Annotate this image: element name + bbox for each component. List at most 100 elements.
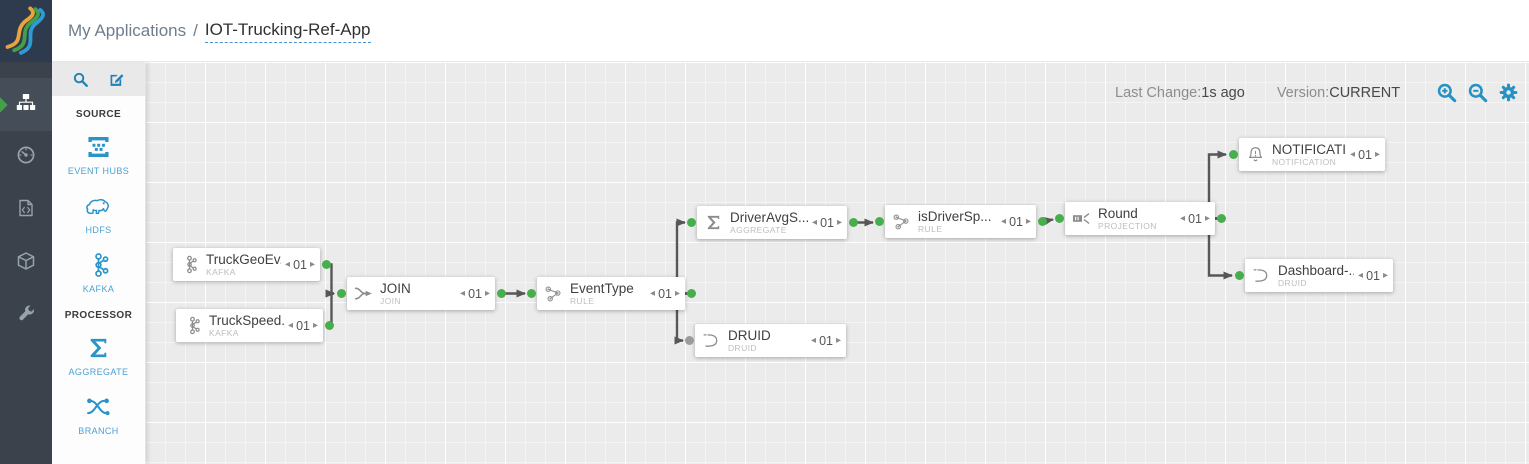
node-title: Round (1098, 206, 1138, 221)
pager-value: 01 (1009, 214, 1023, 229)
pager-prev-icon[interactable]: ◂ (1358, 270, 1364, 281)
node-notification[interactable]: NOTIFICATI...NOTIFICATION◂01▸ (1228, 138, 1385, 171)
palette-item-event-hubs[interactable]: EVENT HUBS (52, 120, 145, 179)
pager-prev-icon[interactable]: ◂ (288, 320, 294, 331)
kafka-icon (85, 252, 112, 278)
node-pager: ◂01▸ (650, 287, 680, 301)
palette-item-kafka[interactable]: KAFKA (52, 238, 145, 297)
node-dashboard[interactable]: Dashboard-...DRUID ◂01▸ (1234, 259, 1393, 292)
join-icon (354, 284, 373, 303)
pager-value: 01 (1188, 211, 1202, 226)
node-pager: ◂01▸ (285, 258, 315, 272)
output-port[interactable] (686, 289, 696, 298)
node-subtitle: DRUID (1278, 278, 1307, 288)
input-port[interactable] (1054, 214, 1064, 223)
cube-icon (16, 251, 36, 276)
pager-next-icon[interactable]: ▸ (309, 259, 315, 270)
output-port[interactable] (848, 218, 858, 227)
node-truckgeoev[interactable]: TruckGeoEv...KAFKA◂01▸ (173, 248, 331, 281)
sidebar-item-file-code[interactable] (0, 184, 52, 237)
node-subtitle: RULE (570, 296, 595, 306)
pager-prev-icon[interactable]: ◂ (1180, 213, 1186, 224)
edit-icon[interactable] (108, 71, 125, 88)
pager-next-icon[interactable]: ▸ (1382, 270, 1388, 281)
gear-icon[interactable] (1498, 82, 1519, 103)
pager-next-icon[interactable]: ▸ (1025, 216, 1031, 227)
pager-value: 01 (1366, 268, 1380, 283)
breadcrumb-root[interactable]: My Applications (68, 21, 187, 40)
sidebar-item-wrench[interactable] (0, 290, 52, 343)
node-title: Dashboard-... (1278, 263, 1355, 278)
node-pager: ◂01▸ (812, 216, 842, 230)
output-port[interactable] (1037, 217, 1047, 226)
node-subtitle: DRUID (728, 343, 757, 353)
output-port[interactable] (496, 289, 506, 298)
input-port[interactable] (1228, 150, 1238, 159)
sidebar-item-sitemap[interactable] (0, 78, 52, 131)
pager-next-icon[interactable]: ▸ (1374, 149, 1380, 160)
topology-canvas[interactable]: Last Change:1s ago Version:CURRENT Truck… (145, 62, 1529, 464)
pager-prev-icon[interactable]: ◂ (285, 259, 291, 270)
event-hubs-icon (85, 134, 112, 160)
pager-prev-icon[interactable]: ◂ (1350, 149, 1356, 160)
sidebar-item-gauge[interactable] (0, 131, 52, 184)
app-logo[interactable] (0, 0, 52, 62)
node-title: EventType (570, 281, 634, 296)
node-pager: ◂01▸ (1001, 215, 1031, 229)
projection-icon (1072, 209, 1091, 228)
sam-logo-icon (5, 6, 45, 55)
aggregate-icon (704, 213, 723, 232)
zoom-out-icon[interactable] (1467, 82, 1488, 103)
input-port[interactable] (686, 218, 696, 227)
node-subtitle: RULE (918, 224, 943, 234)
node-driveravgs[interactable]: DriverAvgS...AGGREGATE◂01▸ (686, 206, 858, 239)
input-port[interactable] (684, 336, 694, 345)
palette-item-label: HDFS (85, 225, 112, 235)
pager-next-icon[interactable]: ▸ (836, 217, 842, 228)
palette-item-label: EVENT HUBS (67, 166, 130, 176)
palette-item-branch[interactable]: BRANCH (52, 380, 145, 439)
file-code-icon (16, 198, 36, 223)
node-pager: ◂01▸ (1180, 212, 1210, 226)
pager-next-icon[interactable]: ▸ (835, 335, 841, 346)
pager-value: 01 (820, 215, 834, 230)
search-icon[interactable] (72, 71, 89, 88)
palette-item-label: AGGREGATE (68, 367, 129, 377)
pager-prev-icon[interactable]: ◂ (812, 217, 818, 228)
zoom-in-icon[interactable] (1436, 82, 1457, 103)
pager-next-icon[interactable]: ▸ (312, 320, 318, 331)
breadcrumb-separator: / (193, 21, 198, 40)
pager-next-icon[interactable]: ▸ (1204, 213, 1210, 224)
pager-prev-icon[interactable]: ◂ (460, 288, 466, 299)
edge-round-dashboard[interactable] (1207, 217, 1233, 280)
nav-sidebar (0, 62, 52, 464)
output-port[interactable] (321, 260, 331, 269)
output-port[interactable] (1216, 214, 1226, 223)
output-port[interactable] (324, 321, 334, 330)
node-subtitle: KAFKA (206, 267, 236, 277)
input-port[interactable] (336, 289, 346, 298)
app-name[interactable]: IOT-Trucking-Ref-App (204, 20, 371, 43)
pager-prev-icon[interactable]: ◂ (1001, 216, 1007, 227)
palette-item-aggregate[interactable]: AGGREGATE (52, 321, 145, 380)
status-bar: Last Change:1s ago Version:CURRENT (1115, 82, 1519, 103)
input-port[interactable] (874, 217, 884, 226)
node-truckspeed[interactable]: TruckSpeed...KAFKA◂01▸ (176, 309, 334, 342)
palette-section-title: PROCESSOR (64, 310, 133, 321)
node-isdriversp[interactable]: isDriverSp...RULE◂01▸ (874, 205, 1047, 238)
pager-value: 01 (468, 286, 482, 301)
pager-next-icon[interactable]: ▸ (674, 288, 680, 299)
pager-next-icon[interactable]: ▸ (484, 288, 490, 299)
pager-prev-icon[interactable]: ◂ (811, 335, 817, 346)
input-port[interactable] (526, 289, 536, 298)
pager-prev-icon[interactable]: ◂ (650, 288, 656, 299)
palette-item-hdfs[interactable]: HDFS (52, 179, 145, 238)
sidebar-item-cube[interactable] (0, 237, 52, 290)
druid-icon (1252, 266, 1271, 285)
input-port[interactable] (1234, 271, 1244, 280)
